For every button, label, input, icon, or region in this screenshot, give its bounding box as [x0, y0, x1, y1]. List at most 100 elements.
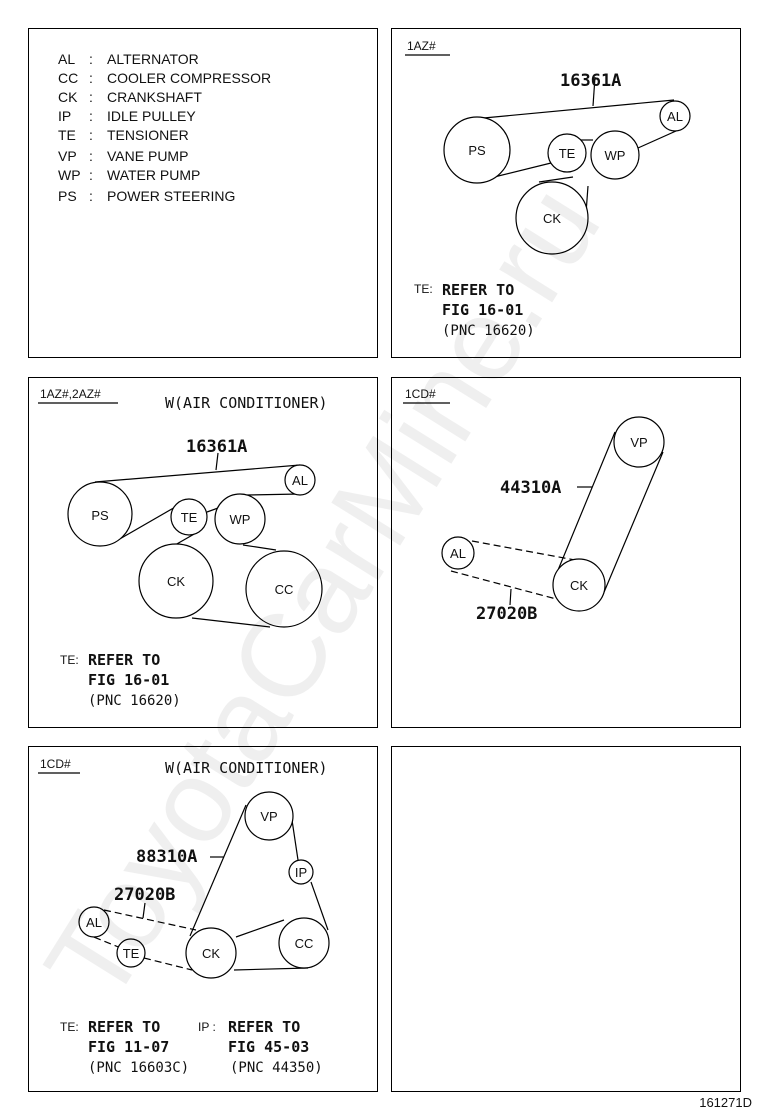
leader-line	[509, 588, 512, 606]
legend-name: POWER STEERING	[107, 188, 235, 204]
note-line: REFER TO	[228, 1018, 300, 1036]
al-pulley	[441, 536, 475, 570]
note-line: FIG 11-07	[88, 1038, 169, 1056]
legend-name: ALTERNATOR	[107, 51, 199, 67]
engine-tag: 1CD#	[405, 387, 436, 401]
panel-empty	[391, 746, 741, 1092]
belt-part-number: 16361A	[186, 437, 247, 457]
legend-sep: :	[89, 108, 93, 124]
legend-panel	[28, 28, 378, 358]
vp-pulley	[244, 791, 294, 841]
legend-sep: :	[89, 51, 93, 67]
legend-sep: :	[89, 127, 93, 143]
al-label: AL	[450, 546, 466, 561]
note-pnc: (PNC 16620)	[88, 693, 181, 709]
vp-label: VP	[260, 809, 277, 824]
belt-segment	[555, 431, 616, 576]
belt-segment	[538, 176, 574, 183]
wp-pulley	[590, 130, 640, 180]
legend-name: TENSIONER	[107, 127, 189, 143]
ck-label: CK	[570, 578, 588, 593]
al-pulley	[659, 100, 691, 132]
te-label: TE	[181, 510, 198, 525]
note-prefix: TE:	[60, 1020, 79, 1034]
vp-label: VP	[630, 435, 647, 450]
vp-pulley	[613, 416, 665, 468]
ps-label: PS	[91, 508, 109, 523]
note-prefix: TE:	[414, 282, 433, 296]
ip-pulley	[288, 859, 314, 885]
ck-pulley	[138, 543, 214, 619]
figure-number: 161271D	[699, 1095, 752, 1110]
ip-label: IP	[295, 865, 307, 880]
engine-tag: 1AZ#	[407, 39, 436, 53]
belt-segment	[235, 919, 285, 938]
panel-1az-2az-ac	[28, 377, 378, 728]
panel-1az	[391, 28, 741, 358]
panel-1cd-ac-diagram: 1CD# W(AIR CONDITIONER) VP IP AL TE CK C…	[38, 757, 330, 1076]
belt-segment	[94, 464, 301, 483]
al-pulley	[78, 906, 110, 938]
belt-segment	[310, 881, 329, 931]
belt-part-number: 27020B	[476, 604, 537, 624]
belt-part-number: 88310A	[136, 847, 197, 867]
legend-code: IP	[58, 108, 71, 124]
engine-tag: 1CD#	[40, 757, 71, 771]
variant-header: W(AIR CONDITIONER)	[165, 759, 328, 777]
legend-name: COOLER COMPRESSOR	[107, 70, 271, 86]
belt-segment	[117, 505, 178, 541]
panel-1az-diagram: 1AZ# PS TE WP AL CK 16361A TE: REFER TO …	[405, 39, 691, 339]
belt-segment	[450, 570, 561, 601]
cc-pulley	[245, 550, 323, 628]
legend-sep: :	[89, 89, 93, 105]
cc-label: CC	[295, 936, 314, 951]
ps-pulley	[67, 481, 133, 547]
belt-segment	[601, 451, 664, 598]
leader-line	[215, 452, 219, 471]
note-line: REFER TO	[88, 1018, 160, 1036]
belt-segment	[489, 162, 552, 179]
belt-segment	[206, 507, 219, 513]
legend-sep: :	[89, 167, 93, 183]
ck-label: CK	[543, 211, 561, 226]
note-line: REFER TO	[442, 281, 514, 299]
ps-pulley	[443, 116, 511, 184]
cc-label: CC	[275, 582, 294, 597]
te-label: TE	[559, 146, 576, 161]
panel-1az-2az-ac-diagram: 1AZ#,2AZ# W(AIR CONDITIONER) PS TE WP AL…	[38, 387, 328, 709]
variant-header: W(AIR CONDITIONER)	[165, 394, 328, 412]
belt-segment	[246, 493, 301, 496]
ck-label: CK	[202, 946, 220, 961]
legend-name: VANE PUMP	[107, 148, 188, 164]
note-prefix: TE:	[60, 653, 79, 667]
note-line: REFER TO	[88, 651, 160, 669]
belt-segment	[233, 967, 309, 971]
ck-pulley	[515, 181, 589, 255]
note-line: FIG 16-01	[88, 671, 169, 689]
legend-list: AL : ALTERNATOR CC : COOLER COMPRESSOR C…	[58, 51, 271, 204]
belt-part-number: 16361A	[560, 71, 621, 91]
wp-label: WP	[230, 512, 251, 527]
legend-code: TE	[58, 127, 76, 143]
te-pulley	[116, 938, 146, 968]
panel-1cd-diagram: 1CD# VP AL CK 44310A 27020B	[403, 387, 665, 624]
note-pnc: (PNC 44350)	[230, 1060, 323, 1076]
al-label: AL	[667, 109, 683, 124]
belt-part-number: 44310A	[500, 478, 561, 498]
belt-segment	[191, 617, 271, 628]
al-pulley	[284, 464, 316, 496]
note-pnc: (PNC 16620)	[442, 323, 535, 339]
legend-sep: :	[89, 188, 93, 204]
legend-code: WP	[58, 167, 81, 183]
legend-name: IDLE PULLEY	[107, 108, 196, 124]
ck-pulley	[185, 927, 237, 979]
legend-name: WATER PUMP	[107, 167, 200, 183]
legend-code: PS	[58, 188, 77, 204]
note-prefix: IP :	[198, 1020, 216, 1034]
al-label: AL	[292, 473, 308, 488]
legend-name: CRANKSHAFT	[107, 89, 202, 105]
panel-1cd-ac	[28, 746, 378, 1092]
wp-pulley	[214, 493, 266, 545]
legend-sep: :	[89, 148, 93, 164]
